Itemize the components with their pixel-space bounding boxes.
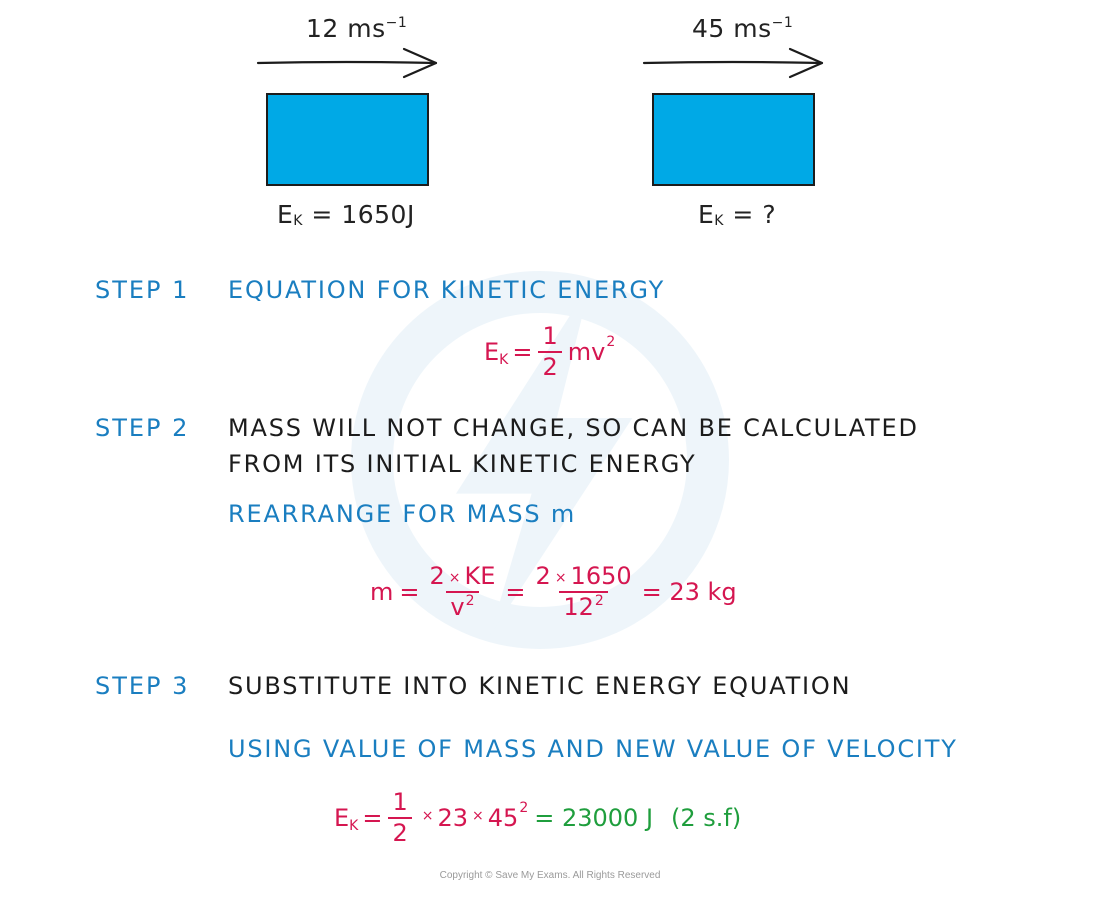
left-block (266, 93, 429, 186)
step2-subtext: REARRANGE FOR MASS m (228, 500, 576, 528)
step3-text: SUBSTITUTE INTO KINETIC ENERGY EQUATION (228, 672, 852, 700)
step2-fraction-2: 2×1650 122 (535, 562, 632, 622)
left-ek-label: EK = 1650J (277, 200, 415, 229)
step2-equation: m = 2×KE v2 = 2×1650 122 = 23 kg (370, 562, 737, 622)
step2-fraction-1: 2×KE v2 (429, 562, 496, 622)
watermark-logo (351, 271, 729, 649)
step1-fraction: 1 2 (538, 323, 562, 380)
step3-subtext: USING VALUE OF MASS AND NEW VALUE OF VEL… (228, 735, 958, 763)
step3-label: STEP 3 (95, 672, 190, 700)
left-arrow (256, 47, 438, 79)
right-ek-label: EK = ? (698, 200, 777, 229)
left-speed-label: 12 ms−1 (306, 14, 408, 43)
copyright-notice: Copyright © Save My Exams. All Rights Re… (439, 870, 661, 881)
step3-fraction: 1 2 (388, 789, 412, 846)
right-speed-label: 45 ms−1 (692, 14, 794, 43)
step2-label: STEP 2 (95, 414, 190, 442)
step2-text-line2: FROM ITS INITIAL KINETIC ENERGY (228, 450, 697, 478)
step1-text: EQUATION FOR KINETIC ENERGY (228, 276, 666, 304)
step2-text-line1: MASS WILL NOT CHANGE, SO CAN BE CALCULAT… (228, 414, 919, 442)
right-block (652, 93, 815, 186)
right-arrow (642, 47, 824, 79)
step1-label: STEP 1 (95, 276, 190, 304)
